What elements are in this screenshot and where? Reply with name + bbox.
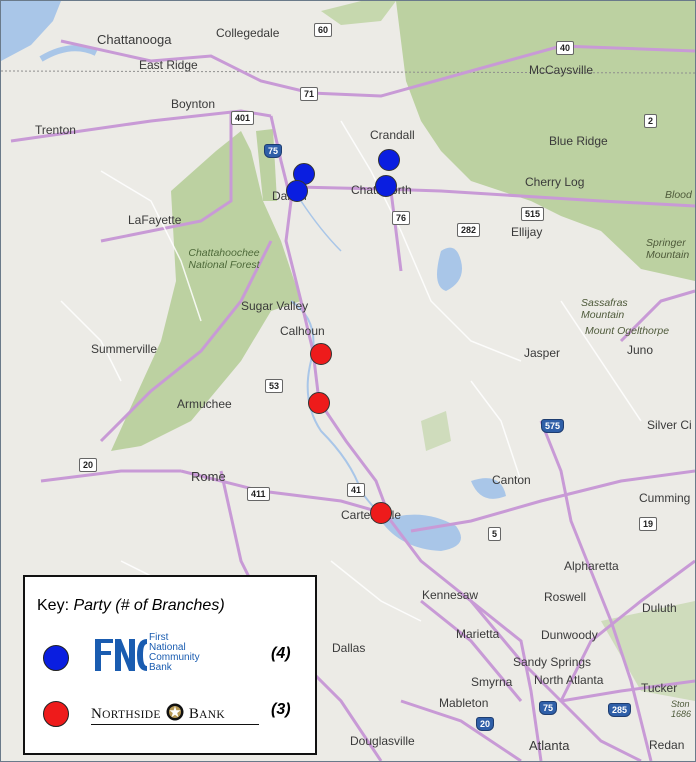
- fnc-branch-marker[interactable]: [286, 180, 308, 202]
- northside-underline: [91, 724, 259, 725]
- city-label-mccaysville: McCaysville: [529, 63, 594, 77]
- fnc-branch-marker[interactable]: [375, 175, 397, 197]
- northside-branch-marker[interactable]: [370, 502, 392, 524]
- route-shield: 71: [300, 87, 319, 101]
- city-label-alpharetta: Alpharetta: [564, 559, 619, 573]
- city-label-dunwoody: Dunwoody: [541, 628, 598, 642]
- map-key-legend: Key: Party (# of Branches) First Nationa…: [23, 575, 317, 755]
- feature-label-stone: Ston 1686: [671, 699, 692, 720]
- northside-branch-marker[interactable]: [308, 392, 330, 414]
- city-label-sandy-springs: Sandy Springs: [513, 655, 592, 669]
- northside-branch-count: (3): [271, 701, 291, 718]
- city-label-silver-city: Silver Ci: [647, 418, 692, 432]
- interstate-shield: 20: [476, 717, 495, 731]
- route-shield: 40: [556, 41, 575, 55]
- route-shield: 20: [79, 458, 98, 472]
- city-label-tucker: Tucker: [641, 681, 678, 695]
- interstate-shield: 75: [539, 701, 558, 715]
- route-shield: 53: [265, 379, 284, 393]
- city-label-jasper: Jasper: [524, 346, 561, 360]
- northside-logo: NORTHSIDE BANK: [91, 703, 225, 723]
- city-label-north-atlanta: North Atlanta: [534, 673, 604, 687]
- key-subtitle: Party (# of Branches): [73, 597, 225, 614]
- city-label-douglasville: Douglasville: [350, 734, 415, 748]
- city-label-cumming: Cumming: [639, 491, 691, 505]
- interstate-shield: 575: [541, 419, 565, 433]
- city-label-canton: Canton: [492, 473, 531, 487]
- route-shield: 19: [639, 517, 658, 531]
- forest-label: Chattahoochee National Forest: [188, 247, 260, 272]
- city-label-duluth: Duluth: [642, 601, 677, 615]
- route-shield: 60: [314, 23, 333, 37]
- key-title: Key: Party (# of Branches): [37, 597, 225, 615]
- city-label-armuchee: Armuchee: [177, 397, 232, 411]
- mountain-label-sassafras: Sassafras Mountain: [581, 297, 628, 322]
- city-label-mableton: Mableton: [439, 696, 489, 710]
- city-label-atlanta: Atlanta: [529, 738, 570, 753]
- city-label-lafayette: LaFayette: [128, 213, 182, 227]
- mountain-label-ogelthorpe: Mount Ogelthorpe: [585, 325, 670, 337]
- route-shield: 2: [644, 114, 658, 128]
- city-label-chattanooga: Chattanooga: [97, 32, 172, 47]
- feature-label-blood: Blood: [665, 189, 692, 201]
- mountain-label-springer: Springer Mountain: [646, 237, 690, 262]
- city-label-boynton: Boynton: [171, 97, 216, 111]
- city-label-rome: Rome: [191, 469, 226, 484]
- city-label-dallas: Dallas: [332, 641, 366, 655]
- key-label: Key:: [37, 597, 70, 614]
- route-shield: 411: [247, 487, 270, 501]
- city-label-ellijay: Ellijay: [511, 225, 543, 239]
- route-shield: 5: [488, 527, 502, 541]
- route-shield: 76: [392, 211, 411, 225]
- city-label-calhoun: Calhoun: [280, 324, 325, 338]
- fnc-logo-text: First National Community Bank: [149, 632, 200, 673]
- northside-star-icon: [166, 703, 184, 721]
- city-label-redan: Redan: [649, 738, 685, 752]
- route-shield: 41: [347, 483, 366, 497]
- city-label-sugar-valley: Sugar Valley: [241, 299, 309, 313]
- city-label-blue-ridge: Blue Ridge: [549, 134, 608, 148]
- city-label-crandall: Crandall: [370, 128, 415, 142]
- city-label-smyrna: Smyrna: [471, 675, 513, 689]
- city-label-cherry-log: Cherry Log: [525, 175, 585, 189]
- key-northside-dot: [43, 701, 69, 727]
- city-label-roswell: Roswell: [544, 590, 587, 604]
- route-shield: 401: [231, 111, 255, 125]
- fnc-branch-marker[interactable]: [378, 149, 400, 171]
- city-label-kennesaw: Kennesaw: [422, 588, 479, 602]
- city-label-trenton: Trenton: [35, 123, 76, 137]
- city-label-collegedale: Collegedale: [216, 26, 280, 40]
- city-label-summerville: Summerville: [91, 342, 158, 356]
- fnc-branch-count: (4): [271, 645, 291, 662]
- city-label-east-ridge: East Ridge: [139, 58, 198, 72]
- city-label-juno: Juno: [627, 343, 654, 357]
- key-fnc-dot: [43, 645, 69, 671]
- route-shield: 515: [521, 207, 545, 221]
- route-shield: 282: [457, 223, 481, 237]
- interstate-shield: 285: [608, 703, 632, 717]
- city-label-marietta: Marietta: [456, 627, 500, 641]
- northside-branch-marker[interactable]: [310, 343, 332, 365]
- fnc-logo-icon: [95, 639, 147, 671]
- interstate-shield: 75: [264, 144, 283, 158]
